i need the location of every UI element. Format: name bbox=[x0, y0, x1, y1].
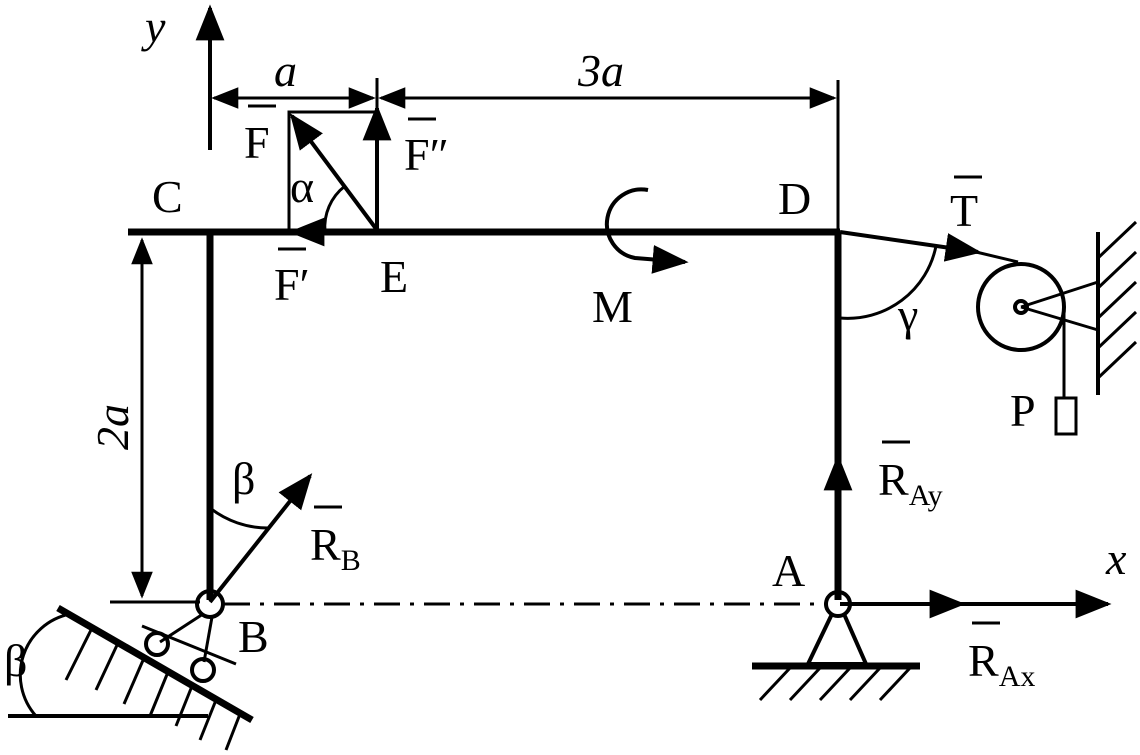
label-F-prime: F′ bbox=[274, 259, 310, 310]
label-RAx-main: R bbox=[968, 635, 999, 686]
moment-M-arc bbox=[604, 187, 689, 274]
pulley-bracket-1 bbox=[1020, 280, 1099, 309]
label-T: T bbox=[950, 185, 978, 236]
ground-A-hatching bbox=[758, 666, 912, 702]
cable-T bbox=[839, 230, 982, 262]
label-B: B bbox=[238, 611, 269, 662]
label-F-double-prime: F″ bbox=[404, 129, 449, 180]
pulley-axle bbox=[1013, 299, 1029, 315]
label-RB: RB bbox=[310, 519, 361, 577]
roller-link-2 bbox=[202, 616, 214, 663]
wall-hatching bbox=[1096, 220, 1138, 380]
force-F-arrow bbox=[289, 113, 379, 232]
label-F: F bbox=[244, 117, 270, 168]
weight-P bbox=[1054, 396, 1078, 436]
angle-beta-slope-arc bbox=[18, 612, 71, 717]
inclined-plane-hatching bbox=[64, 627, 242, 751]
pin-A bbox=[824, 590, 852, 618]
support-A bbox=[804, 613, 870, 666]
dimension-2a-label: 2a bbox=[87, 404, 138, 450]
label-RB-main: R bbox=[310, 519, 341, 570]
label-RAx: RAx bbox=[968, 635, 1035, 693]
label-C: C bbox=[152, 171, 183, 222]
y-axis-label: y bbox=[141, 1, 166, 52]
cable-continue bbox=[975, 250, 1019, 264]
label-M: M bbox=[592, 281, 633, 332]
label-gamma: γ bbox=[897, 289, 918, 340]
roller-1 bbox=[144, 631, 170, 657]
label-D: D bbox=[778, 173, 811, 224]
label-A: A bbox=[772, 545, 805, 596]
reaction-RB-arrow bbox=[208, 473, 313, 604]
label-E: E bbox=[380, 251, 408, 302]
x-axis-label: x bbox=[1105, 533, 1127, 584]
label-alpha: α bbox=[290, 161, 314, 212]
label-RAy-main: R bbox=[878, 454, 909, 505]
angle-beta-member-arc bbox=[209, 506, 269, 530]
angle-gamma-arc bbox=[839, 245, 938, 320]
label-beta-slope: β bbox=[4, 635, 27, 686]
angle-alpha-arc bbox=[323, 184, 346, 233]
label-RB-sub: B bbox=[341, 544, 361, 577]
dimension-a-label: a bbox=[274, 45, 297, 96]
dimension-3a-label: 3a bbox=[577, 45, 624, 96]
label-beta-member: β bbox=[232, 453, 255, 504]
label-RAy-sub: Ay bbox=[909, 479, 943, 512]
pin-B bbox=[195, 589, 225, 619]
label-RAy: RAy bbox=[878, 454, 943, 512]
label-P: P bbox=[1010, 385, 1036, 436]
inclined-plane bbox=[56, 604, 254, 724]
roller-2 bbox=[190, 657, 216, 683]
label-RAx-sub: Ax bbox=[999, 660, 1036, 693]
pulley-bracket-2 bbox=[1020, 305, 1099, 332]
